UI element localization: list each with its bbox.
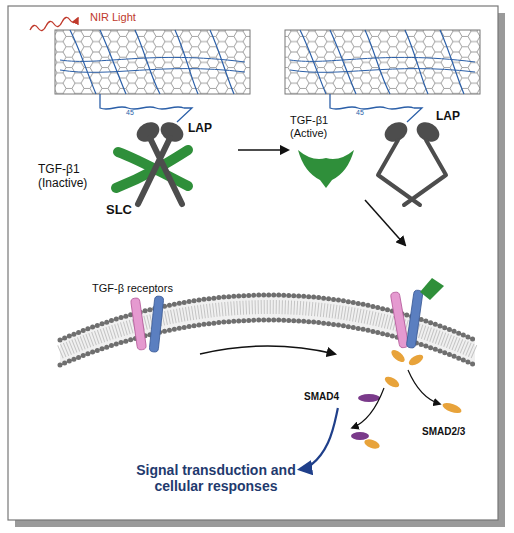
smad23-protein bbox=[441, 401, 463, 415]
peg-subscript: 45 bbox=[126, 109, 134, 116]
flow-connector bbox=[300, 408, 338, 469]
node-text: SMAD4 bbox=[304, 391, 354, 403]
node-text: SLC bbox=[106, 203, 146, 218]
lipid-chain bbox=[300, 30, 464, 94]
node-text: TGF-β1 (Inactive) bbox=[38, 163, 104, 191]
peg-linker bbox=[330, 94, 422, 122]
light-label: NIR Light bbox=[90, 12, 136, 23]
smad4-protein bbox=[358, 394, 380, 402]
lap-domain bbox=[157, 118, 187, 146]
lap-arm bbox=[378, 140, 446, 205]
cycle-arrow bbox=[408, 370, 440, 404]
node-text: LAP bbox=[188, 122, 228, 136]
receptor-type1 bbox=[390, 292, 409, 349]
cycle-arrow bbox=[352, 388, 384, 428]
node-text: TGF-β1 (Active) bbox=[290, 114, 352, 139]
node-text: SMAD2/3 bbox=[422, 426, 478, 438]
lipid-chain bbox=[290, 57, 475, 72]
nir-wave bbox=[30, 17, 78, 30]
response-node: Signal transduction and cellular respons… bbox=[132, 460, 300, 500]
smad-phospho bbox=[389, 348, 406, 364]
flow-connector bbox=[238, 149, 288, 151]
smad-phospho bbox=[383, 375, 401, 390]
active-ligand: TGF-β1 (Active) bbox=[290, 114, 352, 146]
peg-subscript: 45 bbox=[356, 109, 364, 116]
lap-arm bbox=[138, 138, 182, 204]
receptor-type2 bbox=[149, 296, 164, 353]
smad23-node: SMAD2/3 bbox=[418, 424, 478, 440]
node-text: TGF-β receptors bbox=[92, 282, 212, 295]
flow-arrow bbox=[365, 200, 405, 245]
bound-ligand bbox=[420, 278, 444, 300]
latent-complex: LAPTGF-β1 (Inactive)SLC bbox=[38, 95, 238, 205]
lap-domain bbox=[133, 118, 163, 146]
peg-linker bbox=[100, 94, 192, 122]
frame-border bbox=[8, 6, 498, 520]
smad-complex bbox=[363, 438, 381, 451]
lipid-chain bbox=[70, 30, 234, 94]
released-lap: LAP bbox=[288, 95, 483, 205]
receptor-type2 bbox=[406, 290, 423, 349]
tgf-beta-active bbox=[298, 150, 354, 188]
node-text: LAP bbox=[436, 110, 476, 124]
smad-complex bbox=[351, 432, 369, 440]
carbon-nanotube bbox=[55, 30, 250, 94]
node-text: Signal transduction and cellular respons… bbox=[132, 462, 300, 494]
receptor-label: TGF-β receptors bbox=[92, 282, 212, 298]
carbon-nanotube bbox=[285, 30, 480, 94]
lipid-chain bbox=[60, 57, 245, 72]
flow-arrow bbox=[200, 346, 335, 354]
smad-phospho bbox=[407, 353, 425, 368]
receptor-type1 bbox=[130, 298, 146, 351]
smad4-node: SMAD4 bbox=[300, 388, 380, 408]
